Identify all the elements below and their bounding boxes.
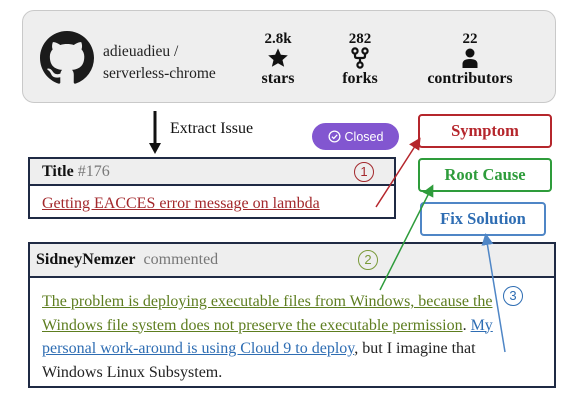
root-cause-arrow xyxy=(379,184,434,291)
extract-issue-label: Extract Issue xyxy=(170,120,254,137)
marker-2: 2 xyxy=(358,250,378,270)
comment-separator: . xyxy=(462,316,471,334)
root-cause-tag: Root Cause xyxy=(418,158,552,192)
extract-arrow xyxy=(149,111,161,154)
repo-owner: adieuadieu / xyxy=(103,43,179,60)
issue-number: #176 xyxy=(77,163,110,180)
root-cause-text: The problem is deploying executable file… xyxy=(42,293,493,334)
stat-forks: 282 forks xyxy=(335,31,385,89)
forks-label: forks xyxy=(342,70,378,87)
fix-solution-text: My personal work-around is using Cloud 9… xyxy=(42,316,493,358)
repo-name[interactable]: adieuadieu / serverless-chrome xyxy=(103,41,216,85)
stat-stars: 2.8k stars xyxy=(253,31,303,89)
marker-1: 1 xyxy=(354,162,374,182)
symptom-arrow xyxy=(375,137,421,208)
closed-label: Closed xyxy=(344,129,384,144)
fork-icon xyxy=(351,47,369,69)
comment-author[interactable]: SidneyNemzer xyxy=(36,251,136,268)
issue-title-text[interactable]: Getting EACCES error message on lambda xyxy=(42,195,320,212)
stars-label: stars xyxy=(261,70,295,87)
fix-solution-tag: Fix Solution xyxy=(420,202,546,236)
forks-count: 282 xyxy=(348,31,372,47)
repo-card: adieuadieu / serverless-chrome 2.8k star… xyxy=(22,10,556,103)
person-icon xyxy=(462,48,478,68)
comment-body: The problem is deploying executable file… xyxy=(42,290,502,384)
comment-rest-text: , but I imagine that Windows Linux Subsy… xyxy=(42,340,476,381)
issue-title-box: Title #176 Getting EACCES error message … xyxy=(28,157,396,219)
repo-title: serverless-chrome xyxy=(103,65,216,82)
stars-count: 2.8k xyxy=(264,31,292,47)
closed-status-badge: Closed xyxy=(312,123,399,150)
symptom-tag: Symptom xyxy=(418,114,552,148)
fix-solution-arrow xyxy=(481,233,506,353)
contributors-count: 22 xyxy=(462,31,478,47)
title-label: Title xyxy=(42,163,74,180)
issue-title-header: Title #176 xyxy=(30,159,394,186)
comment-box: SidneyNemzer commented The problem is de… xyxy=(28,242,556,388)
contributors-label: contributors xyxy=(427,70,513,87)
star-icon xyxy=(268,48,288,67)
check-circle-icon xyxy=(327,130,341,143)
marker-3: 3 xyxy=(503,286,523,306)
stat-contributors: 22 contributors xyxy=(415,31,525,89)
comment-action: commented xyxy=(143,251,219,268)
github-icon xyxy=(40,31,94,84)
comment-header: SidneyNemzer commented xyxy=(30,244,554,278)
